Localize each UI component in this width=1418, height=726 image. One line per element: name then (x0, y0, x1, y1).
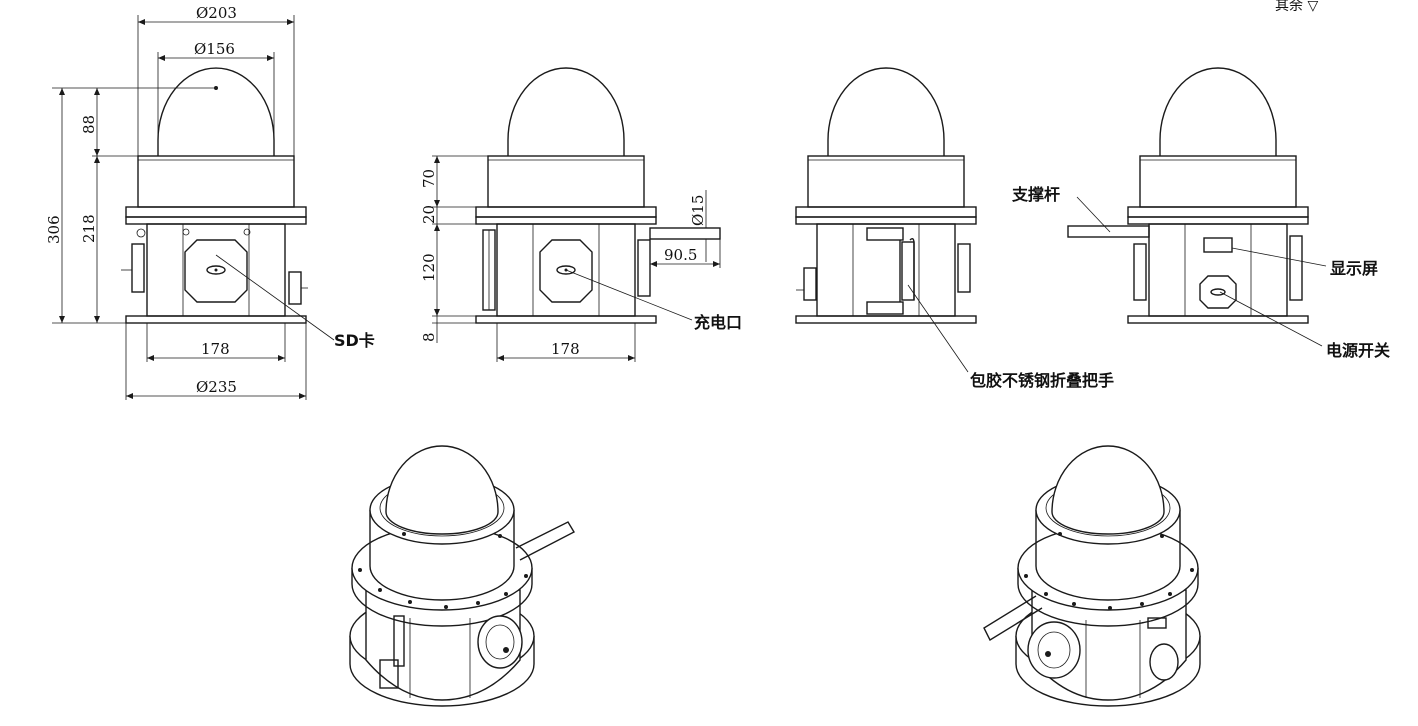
label-support-rod: 支撑杆 (1011, 185, 1060, 204)
label-charge-port: 充电口 (694, 313, 742, 332)
label-handle: 包胶不锈钢折叠把手 (970, 371, 1114, 390)
label-power-switch: 电源开关 (1326, 341, 1390, 360)
dim-rod-dia: Ø15 (689, 195, 707, 226)
view-display-side: 支撑杆 显示屏 电源开关 (1011, 67, 1390, 360)
view-front (475, 67, 721, 324)
dim-total-height: 306 (45, 215, 63, 244)
label-display: 显示屏 (1330, 259, 1378, 278)
dim-front-70: 70 (420, 169, 438, 188)
dims-view-front: 70 20 120 8 178 Ø15 90.5 充电口 (420, 155, 742, 362)
dim-body-height: 218 (80, 214, 98, 243)
dims-view-left: Ø203 Ø156 88 218 306 178 Ø235 SD卡 (45, 4, 375, 400)
dim-top-outer: Ø203 (196, 4, 237, 22)
iso-view-left (349, 445, 575, 707)
view-left-side (121, 67, 308, 324)
corner-note: 其余 ▽ (1275, 0, 1318, 14)
dim-front-8: 8 (420, 332, 438, 342)
dim-top-inner: Ø156 (194, 40, 235, 58)
label-sd-card: SD卡 (334, 331, 375, 350)
dim-rod-len: 90.5 (664, 246, 697, 264)
dim-front-120: 120 (420, 253, 438, 282)
dim-base-width: 178 (201, 340, 230, 358)
iso-view-right (983, 445, 1201, 707)
dim-base-diameter: Ø235 (196, 378, 237, 396)
dim-dome-height: 88 (80, 115, 98, 134)
dim-front-width: 178 (551, 340, 580, 358)
view-handle-side: 包胶不锈钢折叠把手 (795, 67, 1114, 390)
dim-front-20: 20 (420, 205, 438, 224)
